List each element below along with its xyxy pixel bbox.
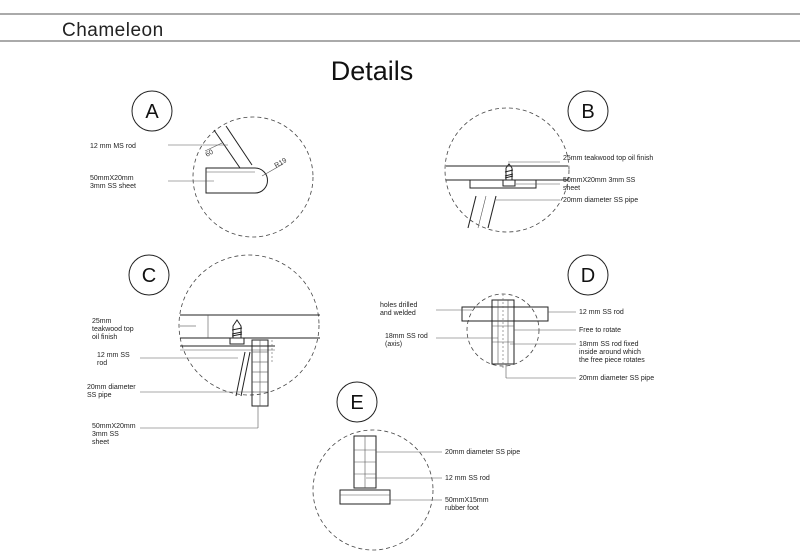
detail-b: B 25mm teakwood top oil finish 50mmX20mm… xyxy=(444,90,653,233)
detail-c-label-pipe-1: 20mm diameter xyxy=(87,384,136,391)
detail-d-label-fixed-2: inside around which xyxy=(579,349,641,356)
detail-b-label-sheet-1: 50mmX20mm 3mm SS xyxy=(563,177,636,184)
detail-e-label-pipe: 20mm diameter SS pipe xyxy=(445,449,520,456)
detail-c-label-pipe-2: SS pipe xyxy=(87,392,112,399)
detail-d-letter: D xyxy=(581,265,595,287)
detail-e-rubber-foot xyxy=(339,489,391,505)
detail-b-letter: B xyxy=(581,101,594,123)
detail-d-marker xyxy=(567,254,609,296)
detail-c: C 25mm teakwood top oil finish 12 mm SS xyxy=(87,254,320,446)
detail-b-view-circle xyxy=(444,107,570,233)
detail-e-view-circle xyxy=(312,429,434,551)
detail-e-label-foot-1: 50mmX15mm xyxy=(445,497,489,504)
detail-a-label-sheet-1: 50mmX20mm xyxy=(90,175,134,182)
detail-d-horizontal-rod xyxy=(461,306,549,322)
detail-c-rod xyxy=(235,351,246,397)
detail-d-label-axis-2: (axis) xyxy=(385,341,402,348)
detail-d-label-pipe: 20mm diameter SS pipe xyxy=(579,375,654,382)
detail-a-dim-r19: R19 xyxy=(274,157,289,170)
detail-a-letter: A xyxy=(145,101,159,123)
detail-a-view-circle xyxy=(192,116,314,238)
detail-c-pipe-hatch xyxy=(252,340,268,406)
detail-c-label-top-2: teakwood top xyxy=(92,326,134,333)
detail-c-label-top-1: 25mm xyxy=(92,318,112,325)
detail-b-label-sheet-2: sheet xyxy=(563,185,580,192)
detail-c-label-sheet-3: sheet xyxy=(92,439,109,446)
detail-b-pipe-mid xyxy=(477,195,487,229)
detail-e: E 20mm diameter SS pipe 12 mm SS rod 50m… xyxy=(312,381,520,551)
detail-e-letter: E xyxy=(350,392,363,414)
detail-c-letter: C xyxy=(142,265,156,287)
detail-d-label-holes-1: holes drilled xyxy=(380,302,417,309)
detail-e-label-foot-2: rubber foot xyxy=(445,505,479,512)
detail-b-marker xyxy=(567,90,609,132)
detail-d: D holes drilled and welded 18mm SS rod (… xyxy=(380,254,654,382)
detail-b-pipe-left xyxy=(467,195,477,229)
detail-e-label-rod: 12 mm SS rod xyxy=(445,475,490,482)
detail-b-screw-head xyxy=(502,179,516,187)
detail-c-screw-head xyxy=(229,337,245,345)
page-heading: Details xyxy=(331,56,414,86)
detail-e-marker xyxy=(336,381,378,423)
detail-d-label-holes-2: and welded xyxy=(380,310,416,317)
detail-d-label-rod: 12 mm SS rod xyxy=(579,309,624,316)
detail-c-label-sheet-1: 50mmX20mm xyxy=(92,423,136,430)
detail-a-dim-60: 60 xyxy=(205,149,215,159)
detail-b-label-top: 25mm teakwood top oil finish xyxy=(563,155,653,162)
detail-a-rod-edge xyxy=(225,125,253,166)
detail-a-rod xyxy=(213,129,241,169)
detail-c-label-rod-2: rod xyxy=(97,360,107,367)
detail-b-screw xyxy=(504,163,514,180)
detail-d-label-rotate: Free to rotate xyxy=(579,327,621,334)
detail-a-label-rod: 12 mm MS rod xyxy=(90,143,136,150)
detail-a-dim-line xyxy=(204,142,223,152)
detail-c-label-top-3: oil finish xyxy=(92,334,117,341)
detail-a: A 60 R19 12 mm MS rod 50mmX20mm 3mm SS s… xyxy=(90,90,314,238)
detail-a-radius-leader xyxy=(261,163,284,177)
detail-c-rod-edge xyxy=(240,351,251,397)
detail-c-screw xyxy=(231,319,243,338)
detail-e-pipe-hatch xyxy=(354,436,376,488)
detail-c-view-circle xyxy=(178,254,320,396)
detail-d-label-axis-1: 18mm SS rod xyxy=(385,333,428,340)
detail-a-sheet-section xyxy=(205,167,268,194)
detail-a-label-sheet-2: 3mm SS sheet xyxy=(90,183,136,190)
project-title: Chameleon xyxy=(62,20,164,41)
detail-d-label-fixed-1: 18mm SS rod fixed xyxy=(579,341,639,348)
detail-a-marker xyxy=(131,90,173,132)
detail-c-label-sheet-2: 3mm SS xyxy=(92,431,119,438)
detail-d-label-fixed-3: the free piece rotates xyxy=(579,357,645,364)
detail-c-label-rod-1: 12 mm SS xyxy=(97,352,130,359)
detail-b-label-pipe: 20mm diameter SS pipe xyxy=(563,197,638,204)
detail-b-pipe-right xyxy=(487,195,497,229)
detail-c-marker xyxy=(128,254,170,296)
